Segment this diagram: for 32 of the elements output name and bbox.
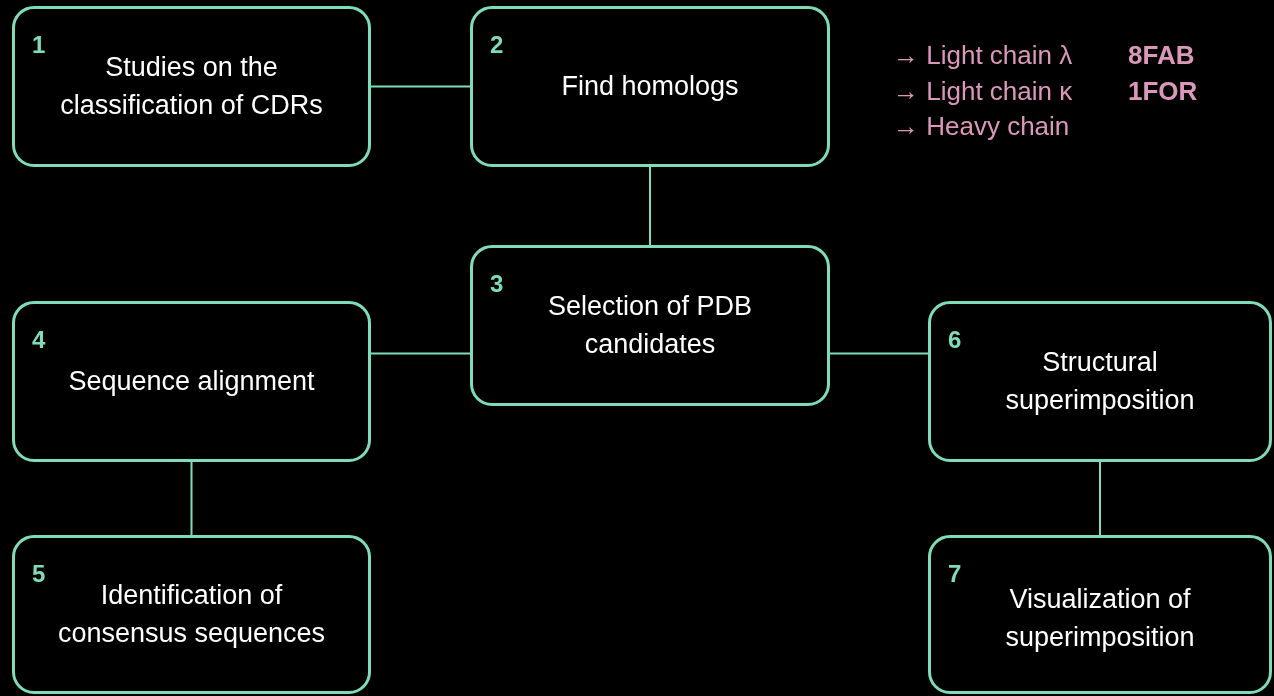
connector-line (370, 85, 471, 88)
process-box (928, 535, 1272, 694)
connector-line (190, 461, 193, 536)
process-box (470, 245, 830, 406)
step-text: Studies on the classification of CDRs (59, 50, 324, 122)
step-text: Find homologs (561, 69, 739, 103)
step-number: 5 (32, 560, 46, 588)
chain-label: → Light chain λ (893, 40, 1073, 71)
chain-label: → Light chain κ (893, 76, 1073, 107)
chain-label: → Heavy chain (893, 111, 1070, 142)
connector-line (370, 352, 471, 355)
step-number: 1 (32, 31, 46, 59)
process-box (470, 6, 830, 167)
step-number: 6 (948, 326, 962, 354)
process-box (12, 301, 371, 462)
step-number: 2 (490, 31, 504, 59)
step-text: Structural superimposition (1004, 345, 1196, 417)
process-box (12, 6, 371, 167)
structure-id: 8FAB (1128, 40, 1195, 71)
step-number: 3 (490, 270, 504, 298)
step-text: Identification of consensus sequences (56, 578, 327, 650)
step-text: Visualization of superimposition (1004, 582, 1196, 654)
structure-id: 1FOR (1128, 76, 1198, 107)
process-box (928, 301, 1272, 462)
connector-line (1099, 461, 1101, 536)
step-text: Sequence alignment (68, 364, 315, 398)
connector-line (649, 166, 651, 246)
step-number: 7 (948, 560, 962, 588)
step-number: 4 (32, 326, 46, 354)
connector-line (829, 352, 929, 355)
process-box (12, 535, 371, 694)
step-text: Selection of PDB candidates (546, 289, 754, 361)
